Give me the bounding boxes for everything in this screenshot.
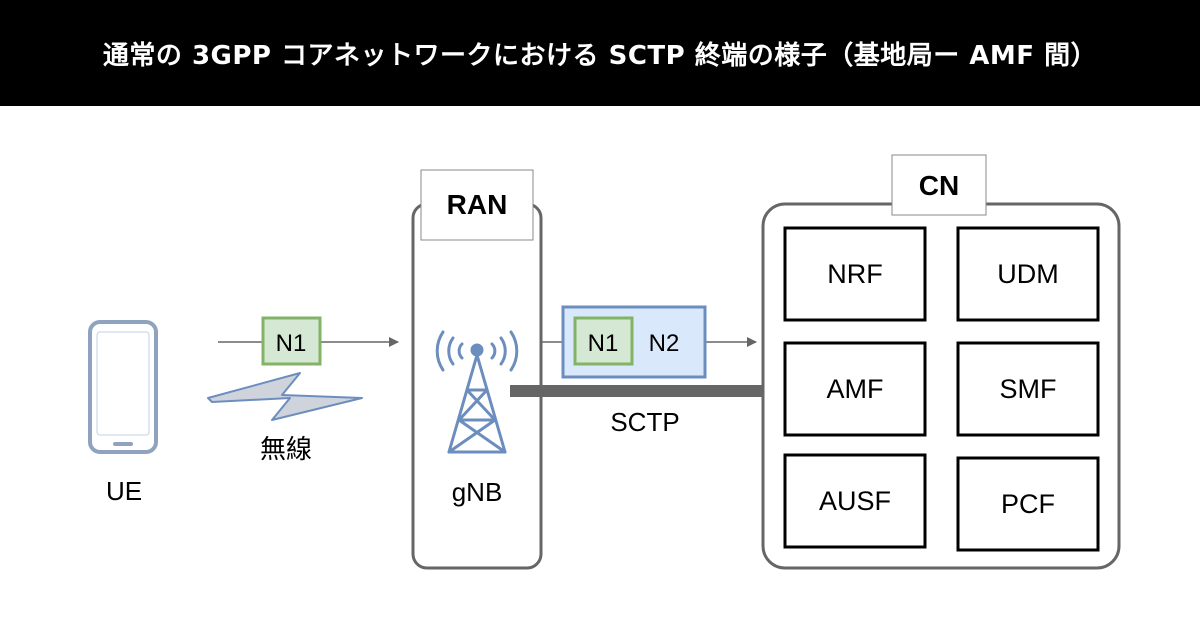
cn-title: CN [919,170,959,201]
ran-title: RAN [447,189,508,220]
nf-label-amf: AMF [827,374,884,404]
sctp-label: SCTP [610,407,679,437]
n2-badge-label: N2 [649,330,680,357]
n1-badge-sctp [573,316,634,366]
nf-label-pcf: PCF [1001,489,1055,519]
nf-box-pcf [956,456,1100,552]
n1-badge-sctp-label: N1 [588,330,619,357]
nf-box-ausf [783,453,927,549]
nf-box-smf [956,341,1100,437]
nf-label-udm: UDM [997,259,1059,289]
nf-box-nrf [783,226,927,322]
ue-label: UE [106,476,142,506]
nf-box-amf [783,341,927,437]
header-bar: 通常の 3GPP コアネットワークにおける SCTP 終端の様子（基地局ー AM… [0,0,1200,106]
nf-label-nrf: NRF [827,259,883,289]
antenna-tower-icon [435,330,519,454]
wireless-bolt-icon [207,372,363,421]
radio-label: 無線 [260,435,312,465]
page-title: 通常の 3GPP コアネットワークにおける SCTP 終端の様子（基地局ー AM… [102,40,1098,71]
nf-label-ausf: AUSF [819,486,891,516]
ran-title-box [420,169,534,241]
sctp-line [510,385,790,397]
n1-badge-radio-label: N1 [276,330,307,357]
nf-label-smf: SMF [1000,374,1057,404]
nf-box-udm [956,226,1100,322]
n1-badge-radio [261,316,322,366]
phone-icon [88,320,158,454]
cn-title-box [891,154,987,216]
gnb-label: gNB [452,477,503,507]
